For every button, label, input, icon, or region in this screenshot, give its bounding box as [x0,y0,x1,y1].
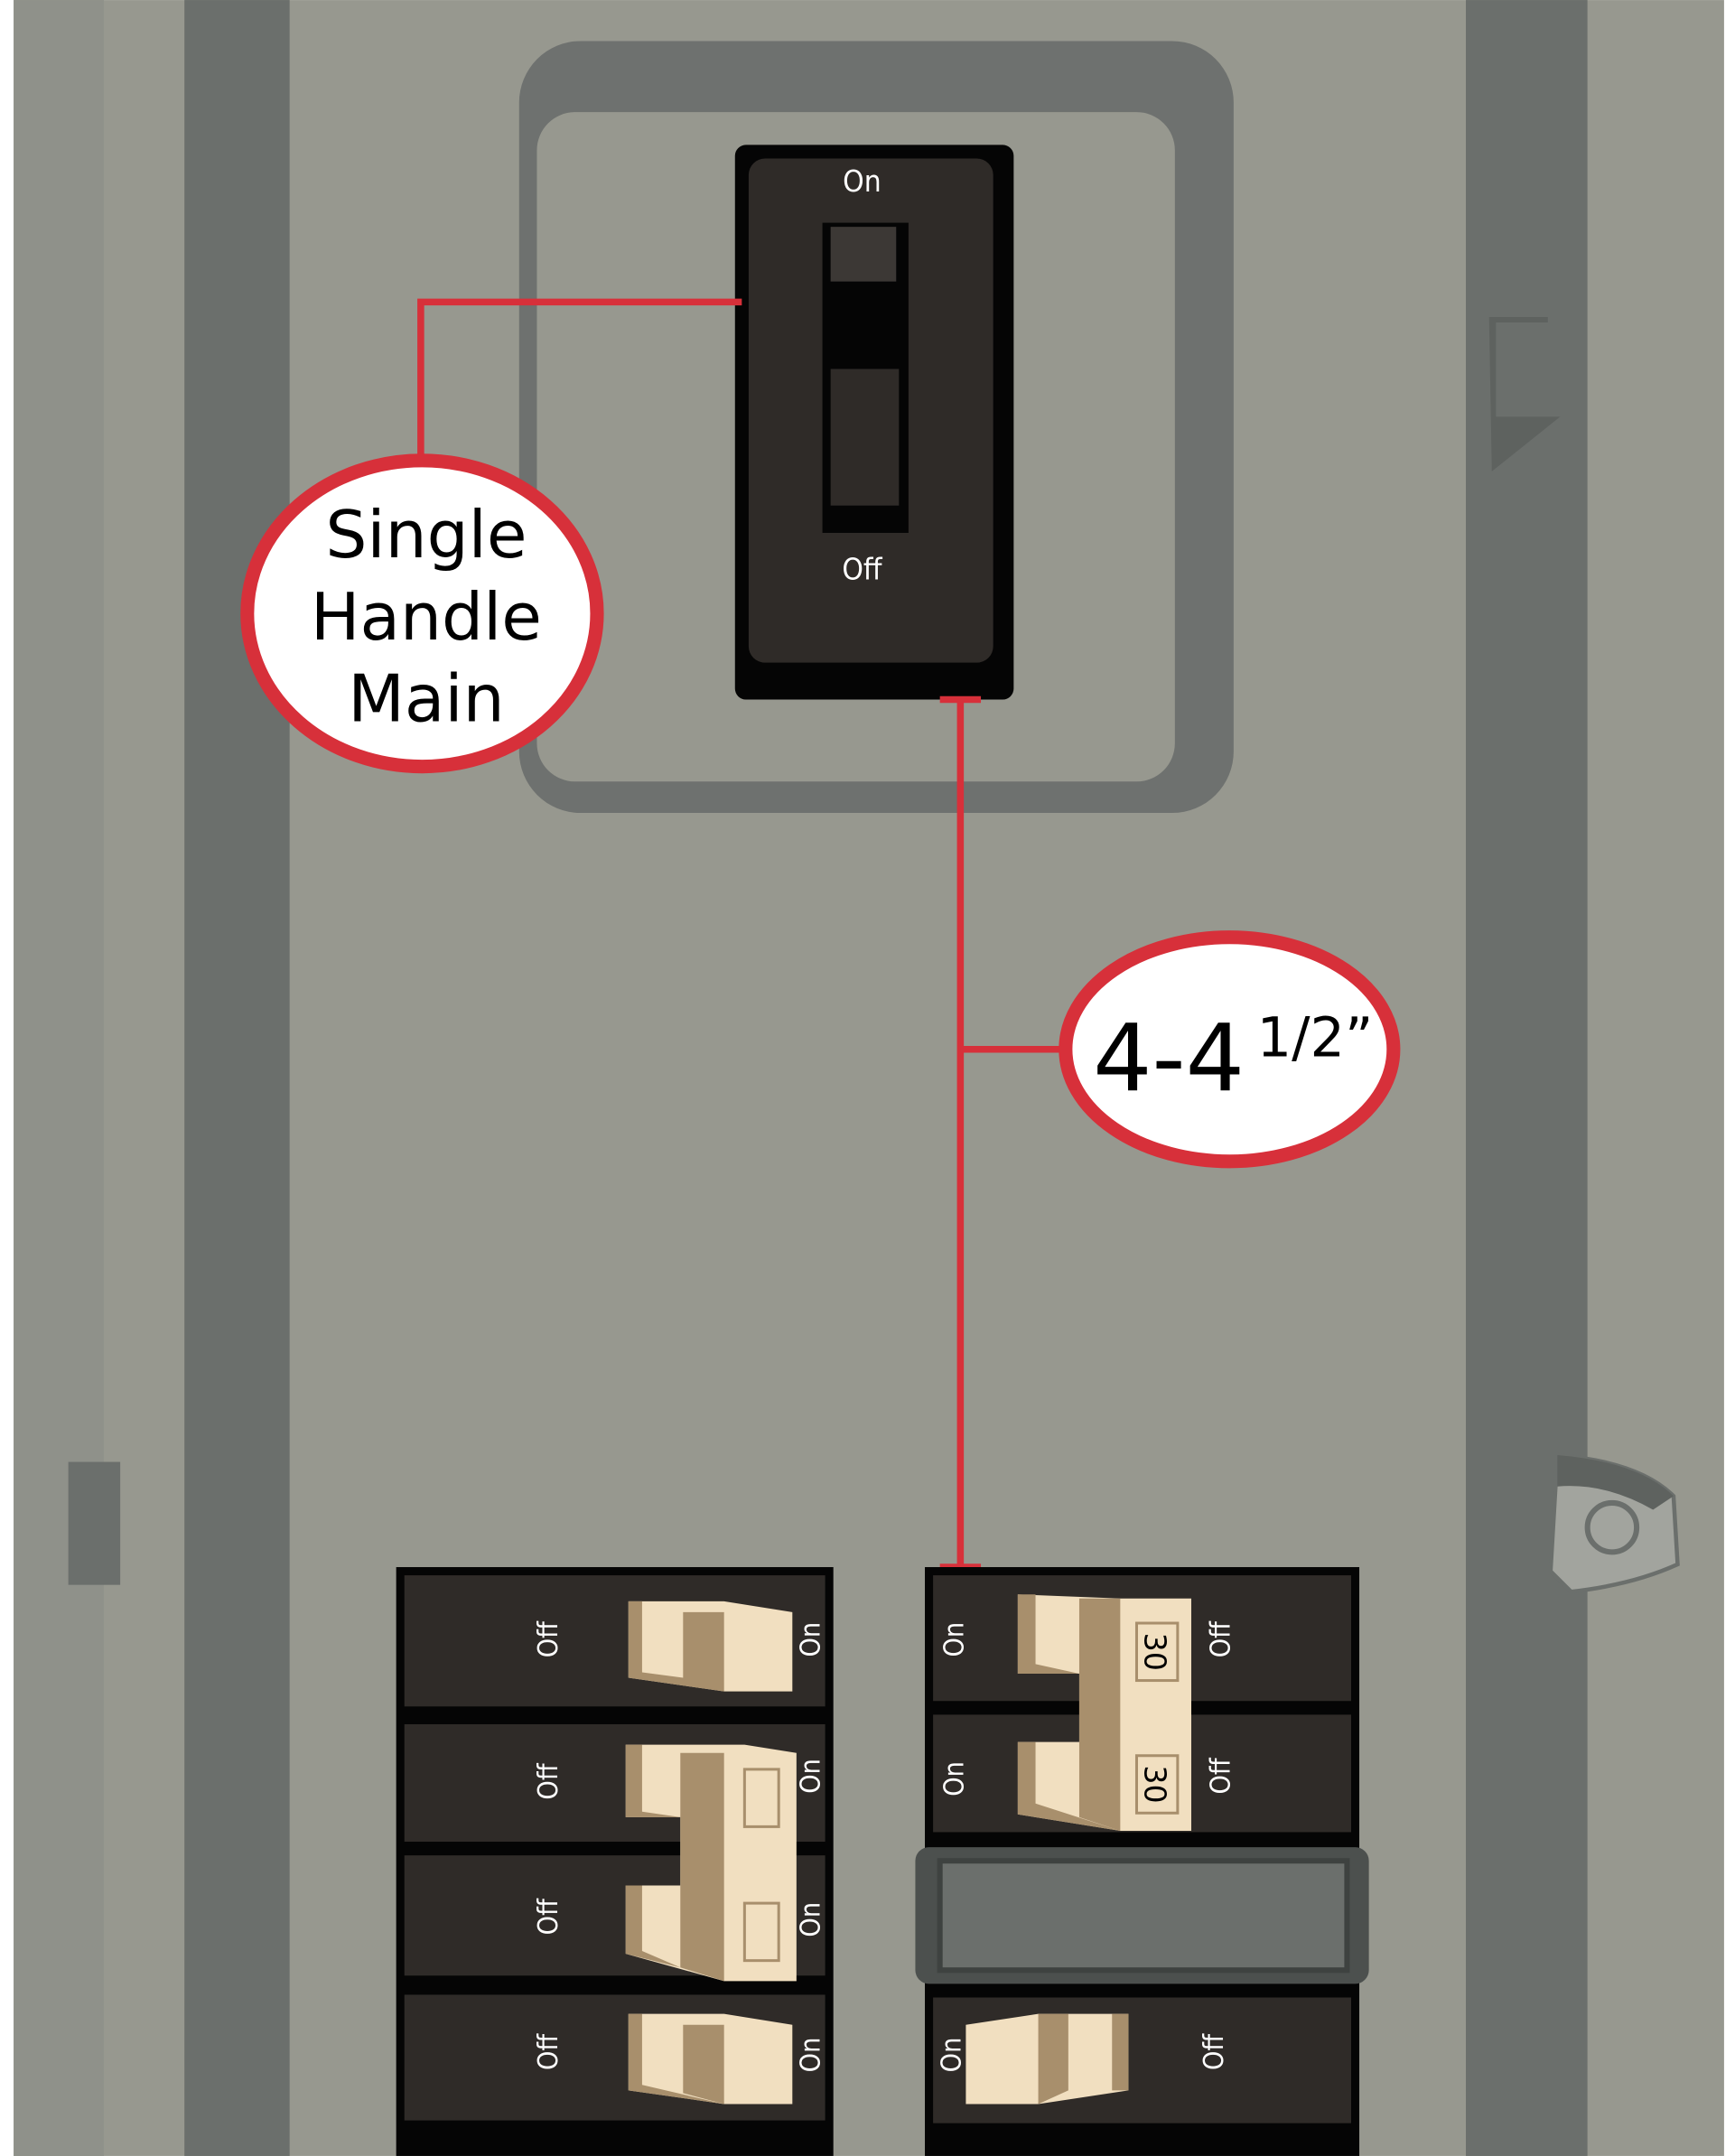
svg-text:On: On [938,1761,970,1797]
svg-text:1/2”: 1/2” [1257,1006,1374,1069]
rating-label: 30 [1138,1765,1173,1803]
svg-text:On: On [796,1759,827,1794]
svg-text:Single: Single [325,498,527,574]
breaker-handle[interactable] [628,1601,793,1692]
svg-text:Off: Off [1205,1757,1236,1794]
svg-text:Main: Main [348,662,504,738]
double-pole-30a-breaker-handle[interactable]: 30 30 [1017,1594,1191,1831]
hinge-tab [68,1461,121,1585]
svg-text:On: On [938,1622,970,1657]
svg-text:4-4: 4-4 [1093,1005,1245,1113]
callout-single-handle-main: Single Handle Main [240,453,604,774]
rating-label: 30 [1138,1633,1173,1671]
svg-text:On: On [936,2038,967,2073]
breaker-handle[interactable] [965,2013,1129,2105]
left-edge [14,0,104,2156]
blank-filler-plate [915,1847,1369,1984]
svg-text:Off: Off [533,1762,564,1799]
latch-bracket [1488,316,1561,471]
svg-text:Off: Off [533,1620,564,1657]
svg-text:On: On [796,2038,827,2073]
lock-keyhole-icon [1584,1499,1640,1555]
svg-text:Off: Off [533,1898,564,1935]
double-pole-breaker-handle[interactable] [625,1744,797,1982]
svg-text:Off: Off [1205,1620,1236,1657]
svg-text:Off: Off [533,2033,564,2070]
right-rail [1466,0,1588,2156]
left-rail [184,0,290,2156]
right-breaker-column: 30 30 On Off On Off On Off [915,1567,1369,2156]
svg-text:On: On [796,1622,827,1657]
left-breaker-column: Off On Off On Off On Off On [396,1567,834,2156]
callout-spacing: 4-4 1/2” [1059,930,1401,1169]
main-breaker[interactable]: On Off [734,145,1014,700]
svg-text:Handle: Handle [311,580,542,656]
svg-text:Off: Off [1199,2033,1230,2070]
main-off-label: Off [842,551,883,586]
breaker-handle[interactable] [628,2013,793,2105]
svg-text:On: On [796,1902,827,1937]
main-on-label: On [843,163,881,199]
door-lock[interactable] [1548,1452,1680,1594]
